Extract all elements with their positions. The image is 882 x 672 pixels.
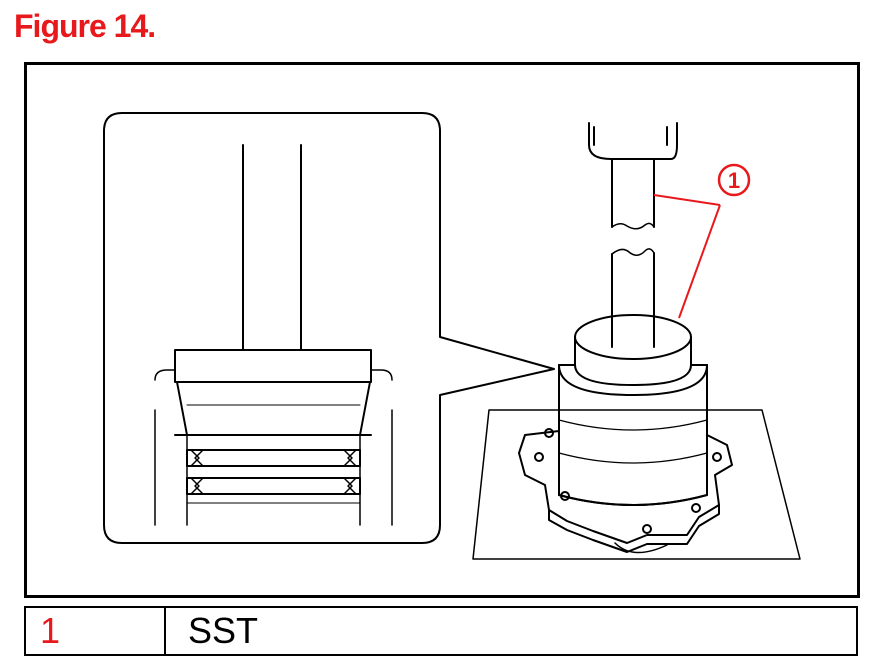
legend-row: 1 SST [24, 606, 858, 656]
callout-number: 1 [728, 168, 740, 193]
base-plate [472, 409, 801, 560]
figure-title: Figure 14. [14, 8, 156, 44]
figure-frame: 1 [24, 62, 860, 598]
callout-leaders [653, 194, 721, 319]
legend-table: 1 SST [24, 606, 858, 656]
hub-flange [518, 428, 733, 554]
bearing-press-illustration: 1 [103, 112, 801, 560]
callout-1: 1 [717, 163, 751, 197]
legend-number: 1 [24, 606, 166, 656]
detail-inset [103, 112, 555, 544]
legend-description: SST [164, 606, 858, 656]
lower-shaft [611, 248, 655, 348]
press-ram [588, 122, 678, 230]
